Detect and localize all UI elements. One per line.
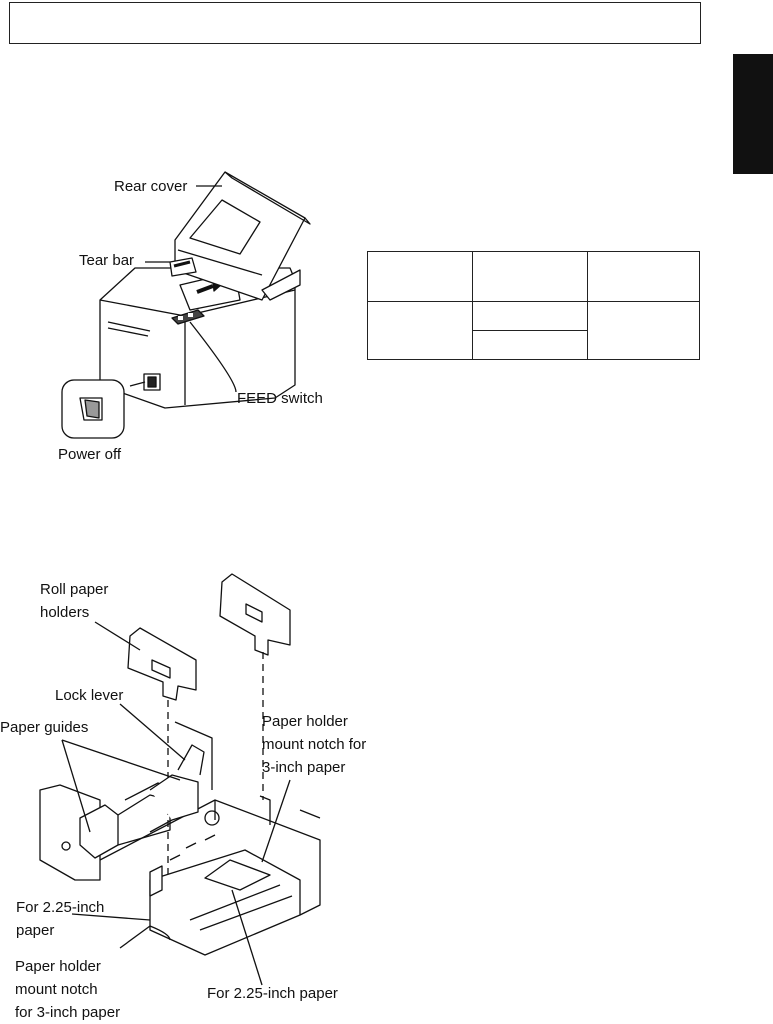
- section-tab: [733, 54, 773, 174]
- table-cell: [587, 301, 700, 360]
- table-cell: [367, 301, 473, 360]
- for-225-inch-bottom-label: For 2.25-inch paper: [207, 985, 338, 1002]
- roll-paper-holders-label: Roll paper holders: [40, 581, 109, 621]
- notch-3inch-right-label: Paper holder mount notch for 3-inch pape…: [262, 713, 367, 776]
- notch-3inch-left-label: Paper holder mount notch for 3-inch pape…: [15, 958, 121, 1021]
- spec-table: [367, 251, 700, 360]
- table-cell: [472, 330, 588, 360]
- rear-cover-label: Rear cover: [114, 178, 188, 195]
- tear-bar-label: Tear bar: [79, 252, 135, 269]
- power-off-label: Power off: [58, 446, 122, 463]
- table-cell: [472, 251, 588, 302]
- feed-switch-label: FEED switch: [237, 390, 323, 407]
- table-cell: [587, 251, 700, 302]
- lock-lever-label: Lock lever: [55, 687, 124, 704]
- paper-guides-label: Paper guides: [0, 719, 89, 736]
- for-225-inch-left-label: For 2.25-inch paper: [16, 899, 105, 939]
- header-box: [9, 2, 701, 44]
